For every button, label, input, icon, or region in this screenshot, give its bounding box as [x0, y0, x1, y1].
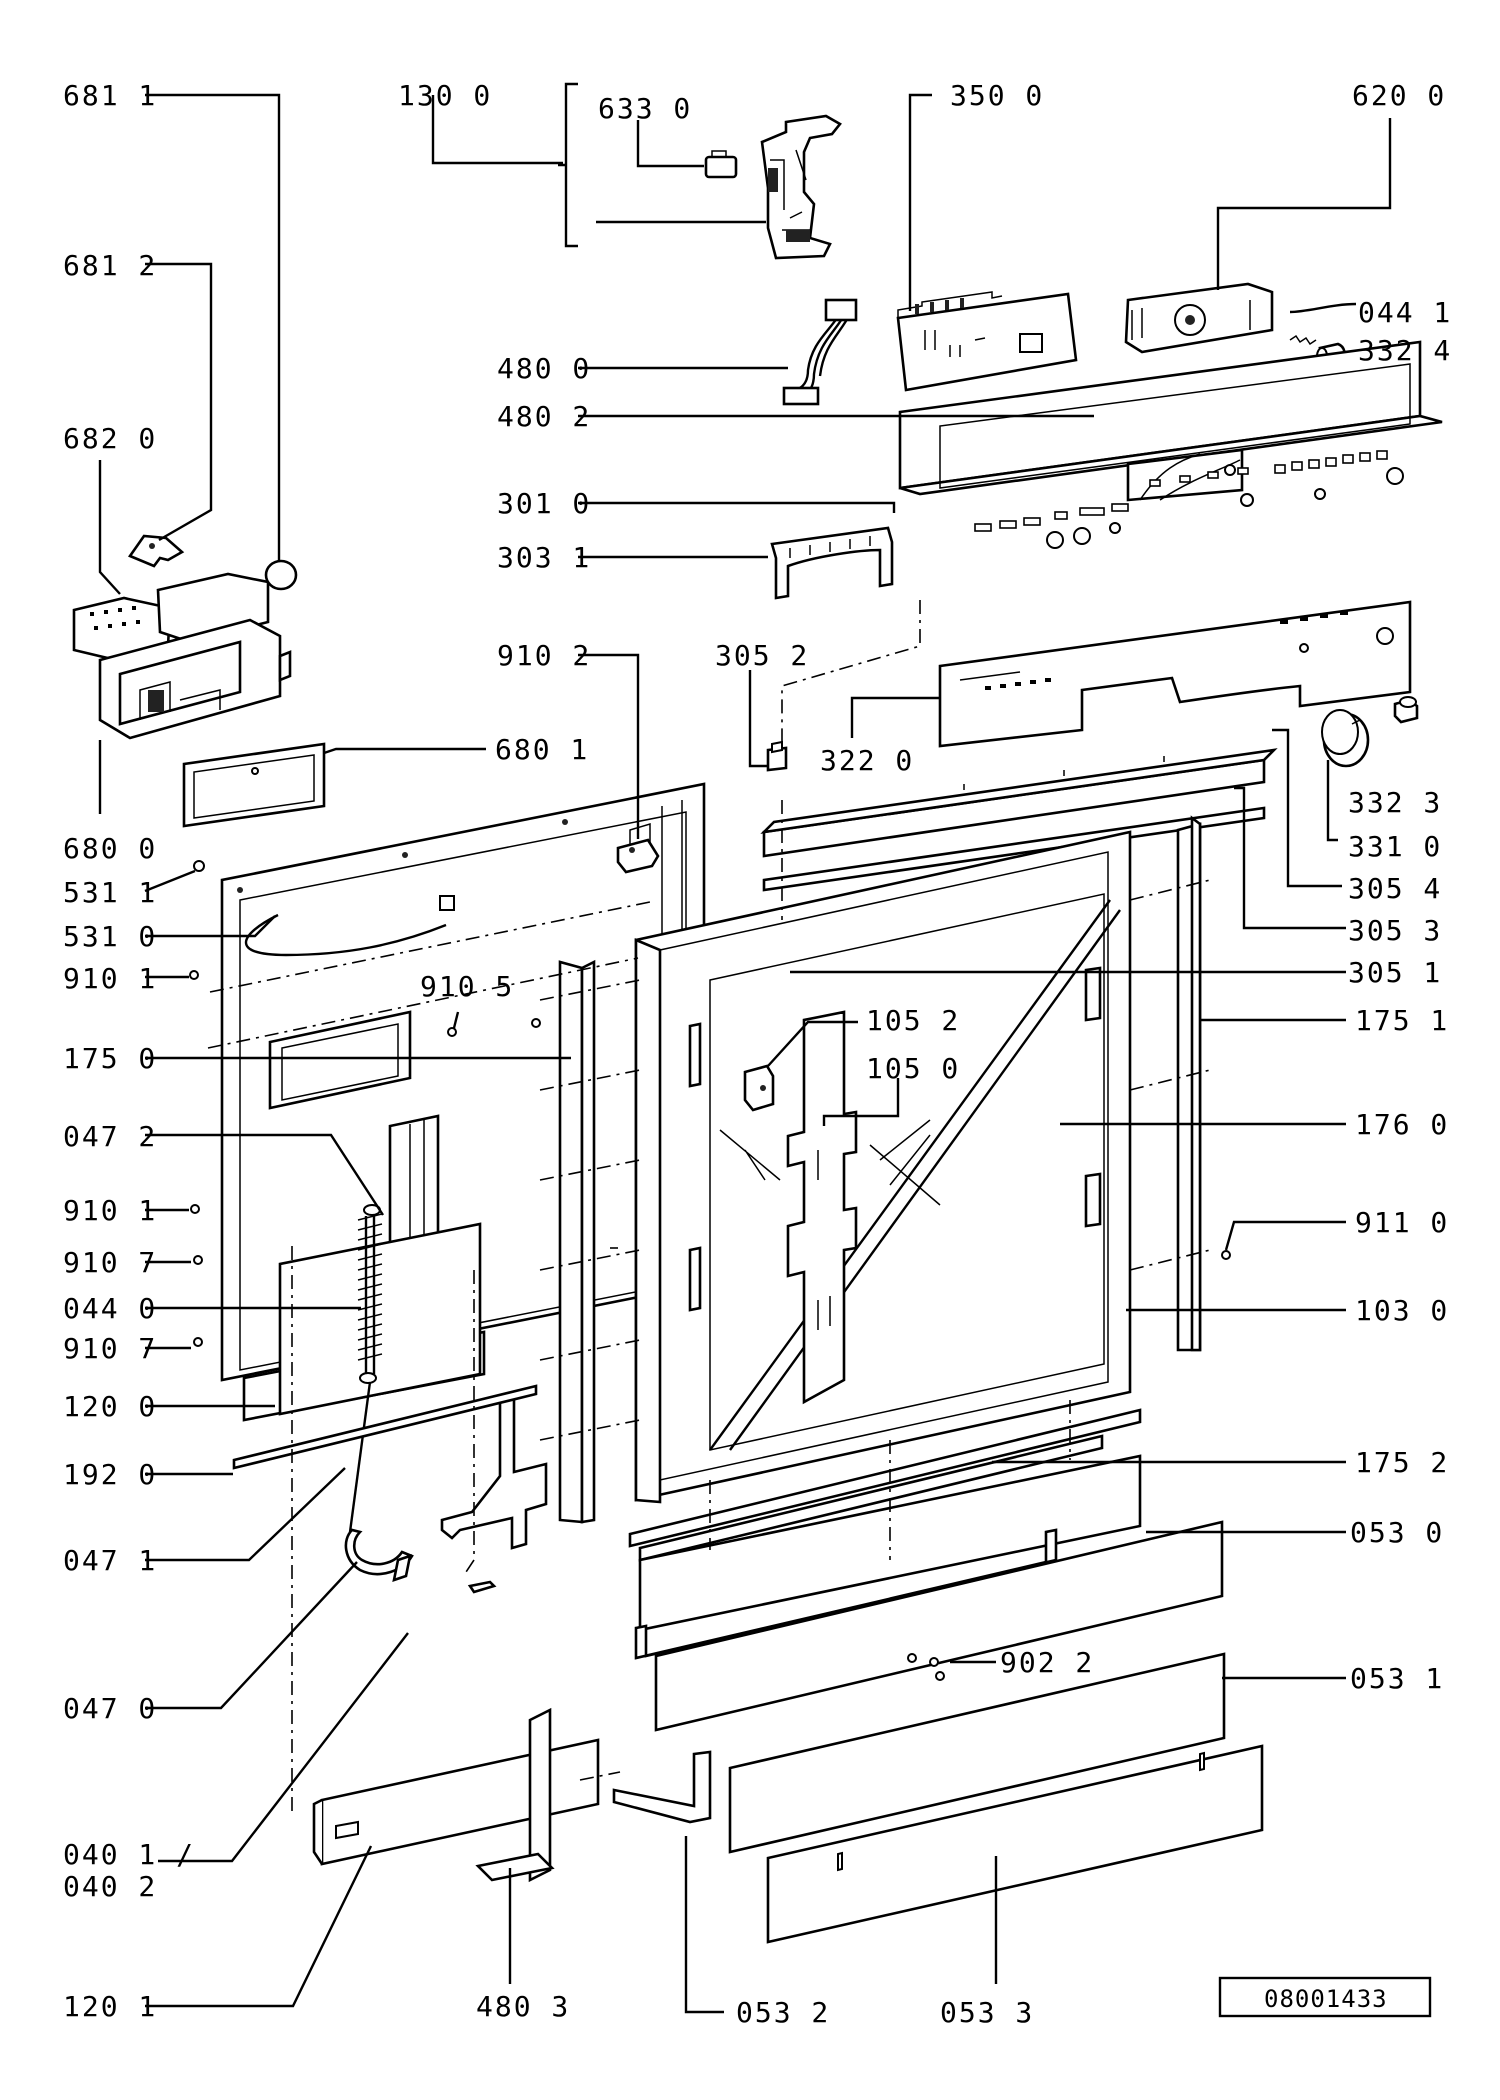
label-120-1: 120 1 [63, 1990, 157, 2023]
part-301-0 [898, 340, 1443, 549]
label-910-1-top: 910 1 [63, 962, 157, 995]
label-103-0: 103 0 [1355, 1294, 1449, 1327]
part-screws [189, 860, 1231, 1347]
label-633-0: 633 0 [598, 92, 692, 125]
label-044-1: 044 1 [1358, 296, 1452, 329]
label-053-3: 053 3 [940, 1996, 1034, 2029]
part-305-2 [766, 740, 788, 772]
label-047-0: 047 0 [63, 1692, 157, 1725]
part-105-2 [743, 1064, 775, 1112]
part-labels: 681 1 130 0 633 0 350 0 620 0 681 2 044 … [63, 79, 1452, 2029]
part-044-0 [357, 1204, 383, 1384]
part-053-3 [728, 1652, 1264, 1944]
part-322-0 [938, 600, 1412, 748]
part-910-2 [616, 838, 660, 874]
part-inner-door-panel [220, 782, 706, 1422]
label-331-0: 331 0 [1348, 830, 1442, 863]
part-902-2 [929, 1657, 945, 1681]
part-120-1 [312, 1738, 600, 1866]
part-053-2 [612, 1750, 712, 1824]
label-053-0: 053 0 [1350, 1516, 1444, 1549]
part-350-0 [896, 291, 1078, 392]
part-303-1 [770, 526, 894, 600]
part-192-0 [232, 1384, 538, 1470]
part-681-2 [128, 534, 185, 568]
part-620-0 [1124, 282, 1274, 354]
part-053-1 [634, 1520, 1224, 1732]
label-040-2: 040 2 [63, 1870, 157, 1903]
label-910-7-b: 910 7 [63, 1332, 157, 1365]
label-176-0: 176 0 [1355, 1108, 1449, 1141]
part-175-0 [558, 959, 596, 1524]
label-301-0: 301 0 [497, 487, 591, 520]
label-910-5: 910 5 [420, 970, 514, 1003]
part-480-3 [475, 1707, 555, 1883]
label-047-2: 047 2 [63, 1120, 157, 1153]
label-911-0: 911 0 [1355, 1206, 1449, 1239]
part-176-0 [634, 830, 1132, 1504]
label-053-2: 053 2 [736, 1996, 830, 2029]
label-105-0: 105 0 [866, 1052, 960, 1085]
label-902-2: 902 2 [1000, 1646, 1094, 1679]
label-480-3: 480 3 [476, 1990, 570, 2023]
part-531-0 [244, 895, 455, 957]
label-175-1: 175 1 [1355, 1004, 1449, 1037]
part-130-0 [760, 114, 842, 260]
label-305-2: 305 2 [715, 639, 809, 672]
drawing-number-box: 08001433 [1218, 1976, 1432, 2018]
label-350-0: 350 0 [950, 79, 1044, 112]
part-175-2 [628, 1408, 1142, 1548]
label-305-3: 305 3 [1348, 914, 1442, 947]
drawing-number: 08001433 [1264, 1985, 1388, 2013]
label-680-0: 680 0 [63, 832, 157, 865]
label-175-0: 175 0 [63, 1042, 157, 1075]
part-105-0 [786, 1010, 858, 1405]
part-331-0 [1321, 709, 1370, 768]
label-680-1: 680 1 [495, 733, 589, 766]
part-332-3 [1393, 696, 1419, 724]
label-175-2: 175 2 [1355, 1446, 1449, 1479]
part-047-0 [344, 1528, 414, 1582]
label-681-2: 681 2 [63, 249, 157, 282]
part-681-1 [264, 559, 298, 591]
part-175-1 [1176, 815, 1202, 1352]
label-531-1: 531 1 [63, 876, 157, 909]
label-332-3: 332 3 [1348, 786, 1442, 819]
part-044-1 [1289, 334, 1317, 346]
label-620-0: 620 0 [1352, 79, 1446, 112]
part-053-0 [638, 1434, 1142, 1632]
label-040-1: 040 1 / [63, 1838, 195, 1871]
label-105-2: 105 2 [866, 1004, 960, 1037]
part-305-4 [760, 748, 1278, 858]
part-633-0 [704, 150, 738, 179]
label-480-0: 480 0 [497, 352, 591, 385]
label-044-0: 044 0 [63, 1292, 157, 1325]
label-322-0: 322 0 [820, 744, 914, 777]
part-680-0 [98, 618, 292, 740]
part-480-0 [782, 298, 858, 406]
label-130-0: 130 0 [398, 79, 492, 112]
label-681-1: 681 1 [63, 79, 157, 112]
label-480-2: 480 2 [497, 400, 591, 433]
label-682-0: 682 0 [63, 422, 157, 455]
label-120-0: 120 0 [63, 1390, 157, 1423]
leader-lines [98, 82, 1392, 2014]
alignment-lines [207, 600, 1211, 1816]
label-047-1: 047 1 [63, 1544, 157, 1577]
part-040-1 [440, 1390, 548, 1594]
label-910-7-a: 910 7 [63, 1246, 157, 1279]
label-910-2: 910 2 [497, 639, 591, 672]
label-192-0: 192 0 [63, 1458, 157, 1491]
label-303-1: 303 1 [497, 541, 591, 574]
label-910-1-bottom: 910 1 [63, 1194, 157, 1227]
part-680-1 [182, 742, 326, 828]
label-332-4: 332 4 [1358, 334, 1452, 367]
label-053-1: 053 1 [1350, 1662, 1444, 1695]
label-305-1: 305 1 [1348, 956, 1442, 989]
label-531-0: 531 0 [63, 920, 157, 953]
part-047-1 [348, 1381, 372, 1533]
label-305-4: 305 4 [1348, 872, 1442, 905]
